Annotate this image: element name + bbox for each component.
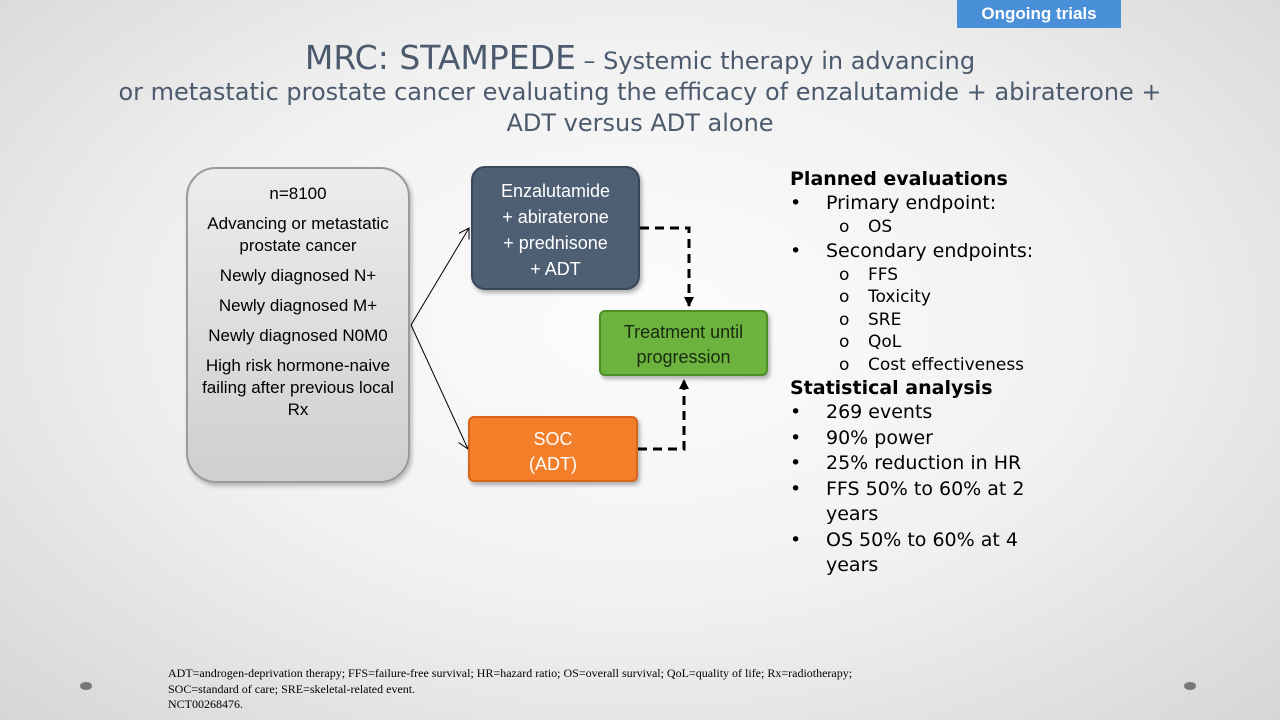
arm-line: SOC (533, 429, 573, 449)
footnote-line: SOC=standard of care; SRE=skeletal-relat… (168, 681, 416, 696)
primary-endpoint: •Primary endpoint: (790, 192, 997, 214)
dashed-arrow-control (638, 379, 689, 451)
sample-size: n=8100 (269, 184, 327, 203)
population-item: Newly diagnosed N+ (219, 266, 377, 285)
planned-evaluations-heading: Planned evaluations (790, 168, 1008, 190)
outcome-line: progression (636, 347, 731, 367)
evaluations-panel: Planned evaluations •Primary endpoint: o… (790, 167, 1090, 579)
arm-line: Enzalutamide (500, 181, 611, 201)
arm-line: + ADT (530, 259, 581, 279)
bullet: • (790, 426, 802, 449)
nav-dot-right (1184, 682, 1196, 690)
sub-bullet: o (839, 332, 850, 352)
title-line-2: or metastatic prostate cancer evaluating… (118, 78, 1162, 106)
nav-dot-left (80, 682, 92, 690)
sub-bullet: o (839, 354, 850, 375)
slide-title: MRC: STAMPEDE – Systemic therapy in adva… (40, 38, 1240, 139)
arm-line: + prednisone (503, 233, 608, 253)
footnote-line: NCT00268476. (168, 697, 243, 711)
title-sub: – Systemic therapy in advancing (575, 47, 976, 75)
statistical-analysis-heading: Statistical analysis (790, 377, 993, 399)
secondary-endpoints: •Secondary endpoints: (790, 239, 1034, 262)
arrow-to-experimental (410, 228, 469, 326)
outcome-box: Treatment until progression (599, 310, 768, 376)
arm-line: + abiraterone (502, 207, 609, 227)
bullet: • (790, 401, 802, 423)
bullet: • (790, 477, 802, 500)
ongoing-trials-badge: Ongoing trials (957, 0, 1121, 28)
footnote: ADT=androgen-deprivation therapy; FFS=fa… (168, 666, 1068, 713)
population-item: Newly diagnosed M+ (218, 296, 378, 315)
bullet: • (790, 192, 802, 214)
stat-item: •25% reduction in HR (790, 451, 1090, 477)
population-item: Newly diagnosed N0M0 (208, 326, 388, 345)
stat-item: •269 events (790, 400, 1090, 426)
population-item: Advancing or metastatic prostate cancer (207, 214, 389, 255)
sub-bullet: o (839, 264, 850, 285)
population-box: n=8100 Advancing or metastatic prostate … (186, 167, 410, 483)
title-line-3: ADT versus ADT alone (506, 109, 774, 137)
control-arm-box: SOC (ADT) (468, 416, 638, 482)
title-main: MRC: STAMPEDE (304, 38, 576, 77)
outcome-line: Treatment until (623, 322, 744, 342)
stat-item: •OS 50% to 60% at 4 years (790, 528, 1018, 577)
stat-item: •90% power (790, 426, 1090, 452)
bullet: • (790, 528, 802, 551)
dashed-arrow-experimental (640, 226, 694, 307)
sub-bullet: o (839, 217, 850, 237)
stat-item: •FFS 50% to 60% at 2 years (790, 477, 1025, 526)
bullet: • (790, 452, 802, 474)
sub-bullet: o (839, 287, 850, 307)
sub-bullet: o (839, 309, 850, 330)
footnote-line: ADT=androgen-deprivation therapy; FFS=fa… (168, 666, 853, 680)
population-item: High risk hormone-naive failing after pr… (202, 356, 394, 419)
arrow-to-control (410, 324, 468, 449)
bullet: • (790, 239, 802, 262)
arm-line: (ADT) (529, 454, 577, 474)
experimental-arm-box: Enzalutamide + abiraterone + prednisone … (471, 166, 640, 290)
